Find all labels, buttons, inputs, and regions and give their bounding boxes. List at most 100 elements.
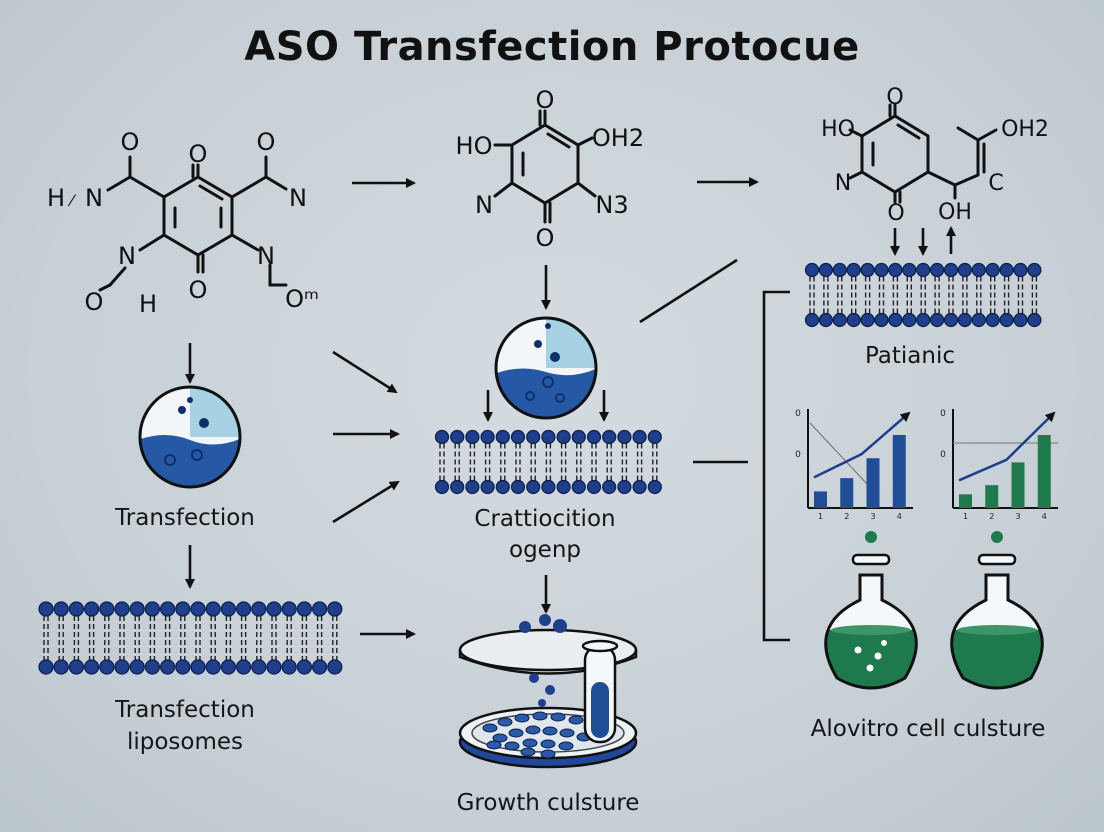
x-tick-label: 1 bbox=[963, 512, 968, 521]
vesicle-sphere-1 bbox=[138, 385, 242, 489]
culture-cell bbox=[558, 741, 574, 751]
lipid-head bbox=[495, 429, 510, 445]
culture-cell bbox=[568, 715, 584, 725]
label-transfection-liposomes-line1: Transfection bbox=[115, 697, 255, 723]
label-patianic: Patianic bbox=[864, 343, 956, 369]
x-tick-label: 3 bbox=[870, 512, 875, 521]
culture-cell bbox=[532, 711, 548, 721]
lipid-head bbox=[929, 312, 945, 328]
lipid-head bbox=[860, 262, 875, 278]
lipid-head bbox=[902, 262, 917, 278]
culture-cell bbox=[514, 713, 530, 723]
atom-label: O bbox=[887, 201, 904, 226]
lipid-head bbox=[175, 601, 191, 617]
bar bbox=[840, 478, 854, 508]
lipid-head bbox=[985, 312, 1000, 328]
lipid-head bbox=[53, 601, 69, 617]
culture-cell bbox=[540, 749, 556, 759]
lipid-head bbox=[190, 659, 206, 675]
lipid-head bbox=[296, 601, 312, 617]
lipid-head bbox=[902, 312, 917, 328]
lipid-head bbox=[602, 479, 617, 495]
label-transfection-liposomes-line2: liposomes bbox=[126, 729, 244, 755]
membrane-top-right bbox=[804, 262, 1042, 328]
atom-label: Oᵐ bbox=[285, 285, 319, 313]
lipid-head bbox=[971, 262, 986, 278]
lipid-head bbox=[450, 479, 465, 495]
lipid-head bbox=[129, 601, 145, 617]
molecule-1-atoms: O O O O N N N N O H H ⁄ Oᵐ bbox=[47, 128, 319, 318]
lipid-head bbox=[617, 429, 632, 445]
atom-label: HO bbox=[821, 117, 855, 142]
lipid-head bbox=[1013, 262, 1028, 278]
bar bbox=[892, 435, 906, 508]
connector-line bbox=[639, 258, 738, 324]
y-tick-label: 0 bbox=[940, 409, 946, 419]
lipid-head bbox=[38, 601, 54, 617]
atom-label: H bbox=[47, 184, 65, 212]
bar bbox=[1011, 462, 1025, 508]
lipid-head bbox=[804, 262, 820, 278]
molecule-3-atoms: O HO OH2 N C O OH bbox=[821, 85, 1049, 226]
lipid-head bbox=[312, 601, 328, 617]
lipid-head bbox=[818, 312, 834, 328]
atom-label: O bbox=[886, 85, 903, 110]
lipid-head bbox=[916, 312, 931, 328]
lipid-head bbox=[465, 479, 480, 495]
y-tick-label: 0 bbox=[795, 409, 801, 419]
lipid-head bbox=[236, 601, 252, 617]
lipid-head bbox=[220, 601, 236, 617]
lipid-head bbox=[327, 659, 343, 675]
culture-cell bbox=[486, 740, 502, 750]
molecule-2-atoms: O HO OH2 N N3 O bbox=[456, 86, 645, 252]
lipid-head bbox=[114, 601, 130, 617]
culture-cell bbox=[540, 739, 556, 749]
lipid-head bbox=[999, 262, 1014, 278]
lipid-head bbox=[220, 659, 236, 675]
petri-dish-illustration bbox=[458, 614, 638, 769]
bar bbox=[866, 458, 880, 508]
label-center-line2: ogenp bbox=[509, 537, 581, 563]
lipid-head bbox=[205, 601, 221, 617]
lipid-head bbox=[556, 479, 571, 495]
culture-cell bbox=[522, 738, 538, 748]
lipid-head bbox=[888, 262, 903, 278]
lipid-head bbox=[251, 601, 267, 617]
label-growth-culture: Growth culsture bbox=[456, 790, 640, 816]
atom-label: OH2 bbox=[592, 124, 644, 152]
culture-cell bbox=[559, 728, 575, 738]
x-tick-label: 2 bbox=[989, 512, 994, 521]
lipid-head bbox=[160, 659, 176, 675]
label-transfection: Transfection bbox=[115, 505, 255, 531]
lipid-head bbox=[83, 659, 100, 675]
x-tick-label: 3 bbox=[1015, 512, 1020, 521]
lipid-head bbox=[266, 659, 282, 675]
culture-cell bbox=[550, 712, 566, 722]
lipid-head bbox=[957, 262, 973, 278]
lipid-membranes bbox=[38, 262, 1042, 675]
atom-label: H bbox=[139, 290, 157, 318]
atom-label: O bbox=[189, 276, 208, 304]
x-tick-label: 4 bbox=[1042, 512, 1047, 521]
lipid-head bbox=[586, 479, 602, 495]
diagram-title: ASO Transfection Protocue bbox=[244, 24, 860, 70]
vesicle-sphere-2 bbox=[494, 316, 598, 420]
culture-cell bbox=[482, 723, 498, 733]
culture-cell bbox=[508, 728, 524, 738]
lipid-head bbox=[266, 601, 282, 617]
bar-chart-2: 0 0 1 2 3 4 bbox=[940, 409, 1058, 521]
culture-cell bbox=[525, 725, 541, 735]
bracket-line bbox=[762, 290, 790, 642]
lipid-head bbox=[526, 429, 541, 445]
lipid-head bbox=[510, 429, 526, 445]
lipid-head bbox=[874, 262, 889, 278]
y-tick-label: 0 bbox=[940, 450, 946, 460]
molecule-structure-2 bbox=[493, 109, 597, 224]
molecule-structure-1 bbox=[98, 155, 288, 292]
culture-cell bbox=[542, 726, 558, 736]
lipid-head bbox=[480, 429, 495, 445]
culture-cell bbox=[492, 733, 508, 743]
lipid-head bbox=[38, 659, 54, 675]
label-center-line1: Crattiocition bbox=[474, 506, 616, 532]
lipid-head bbox=[434, 429, 450, 445]
